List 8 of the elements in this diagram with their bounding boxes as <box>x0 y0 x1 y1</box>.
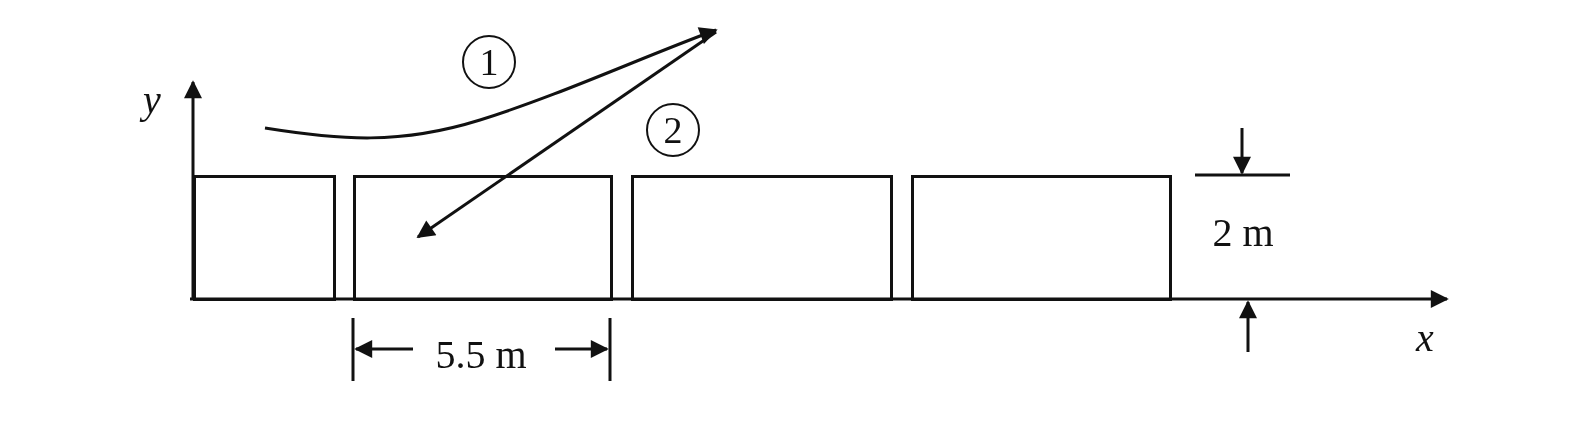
rectangular-block <box>193 175 336 301</box>
rectangular-block <box>911 175 1172 301</box>
rectangular-block <box>631 175 893 301</box>
rectangular-block <box>353 175 613 301</box>
circled-number: 2 <box>646 103 700 157</box>
dimension-label: 2 m <box>1212 213 1274 253</box>
axis-label: x <box>1416 318 1434 358</box>
circled-number: 1 <box>462 35 516 89</box>
